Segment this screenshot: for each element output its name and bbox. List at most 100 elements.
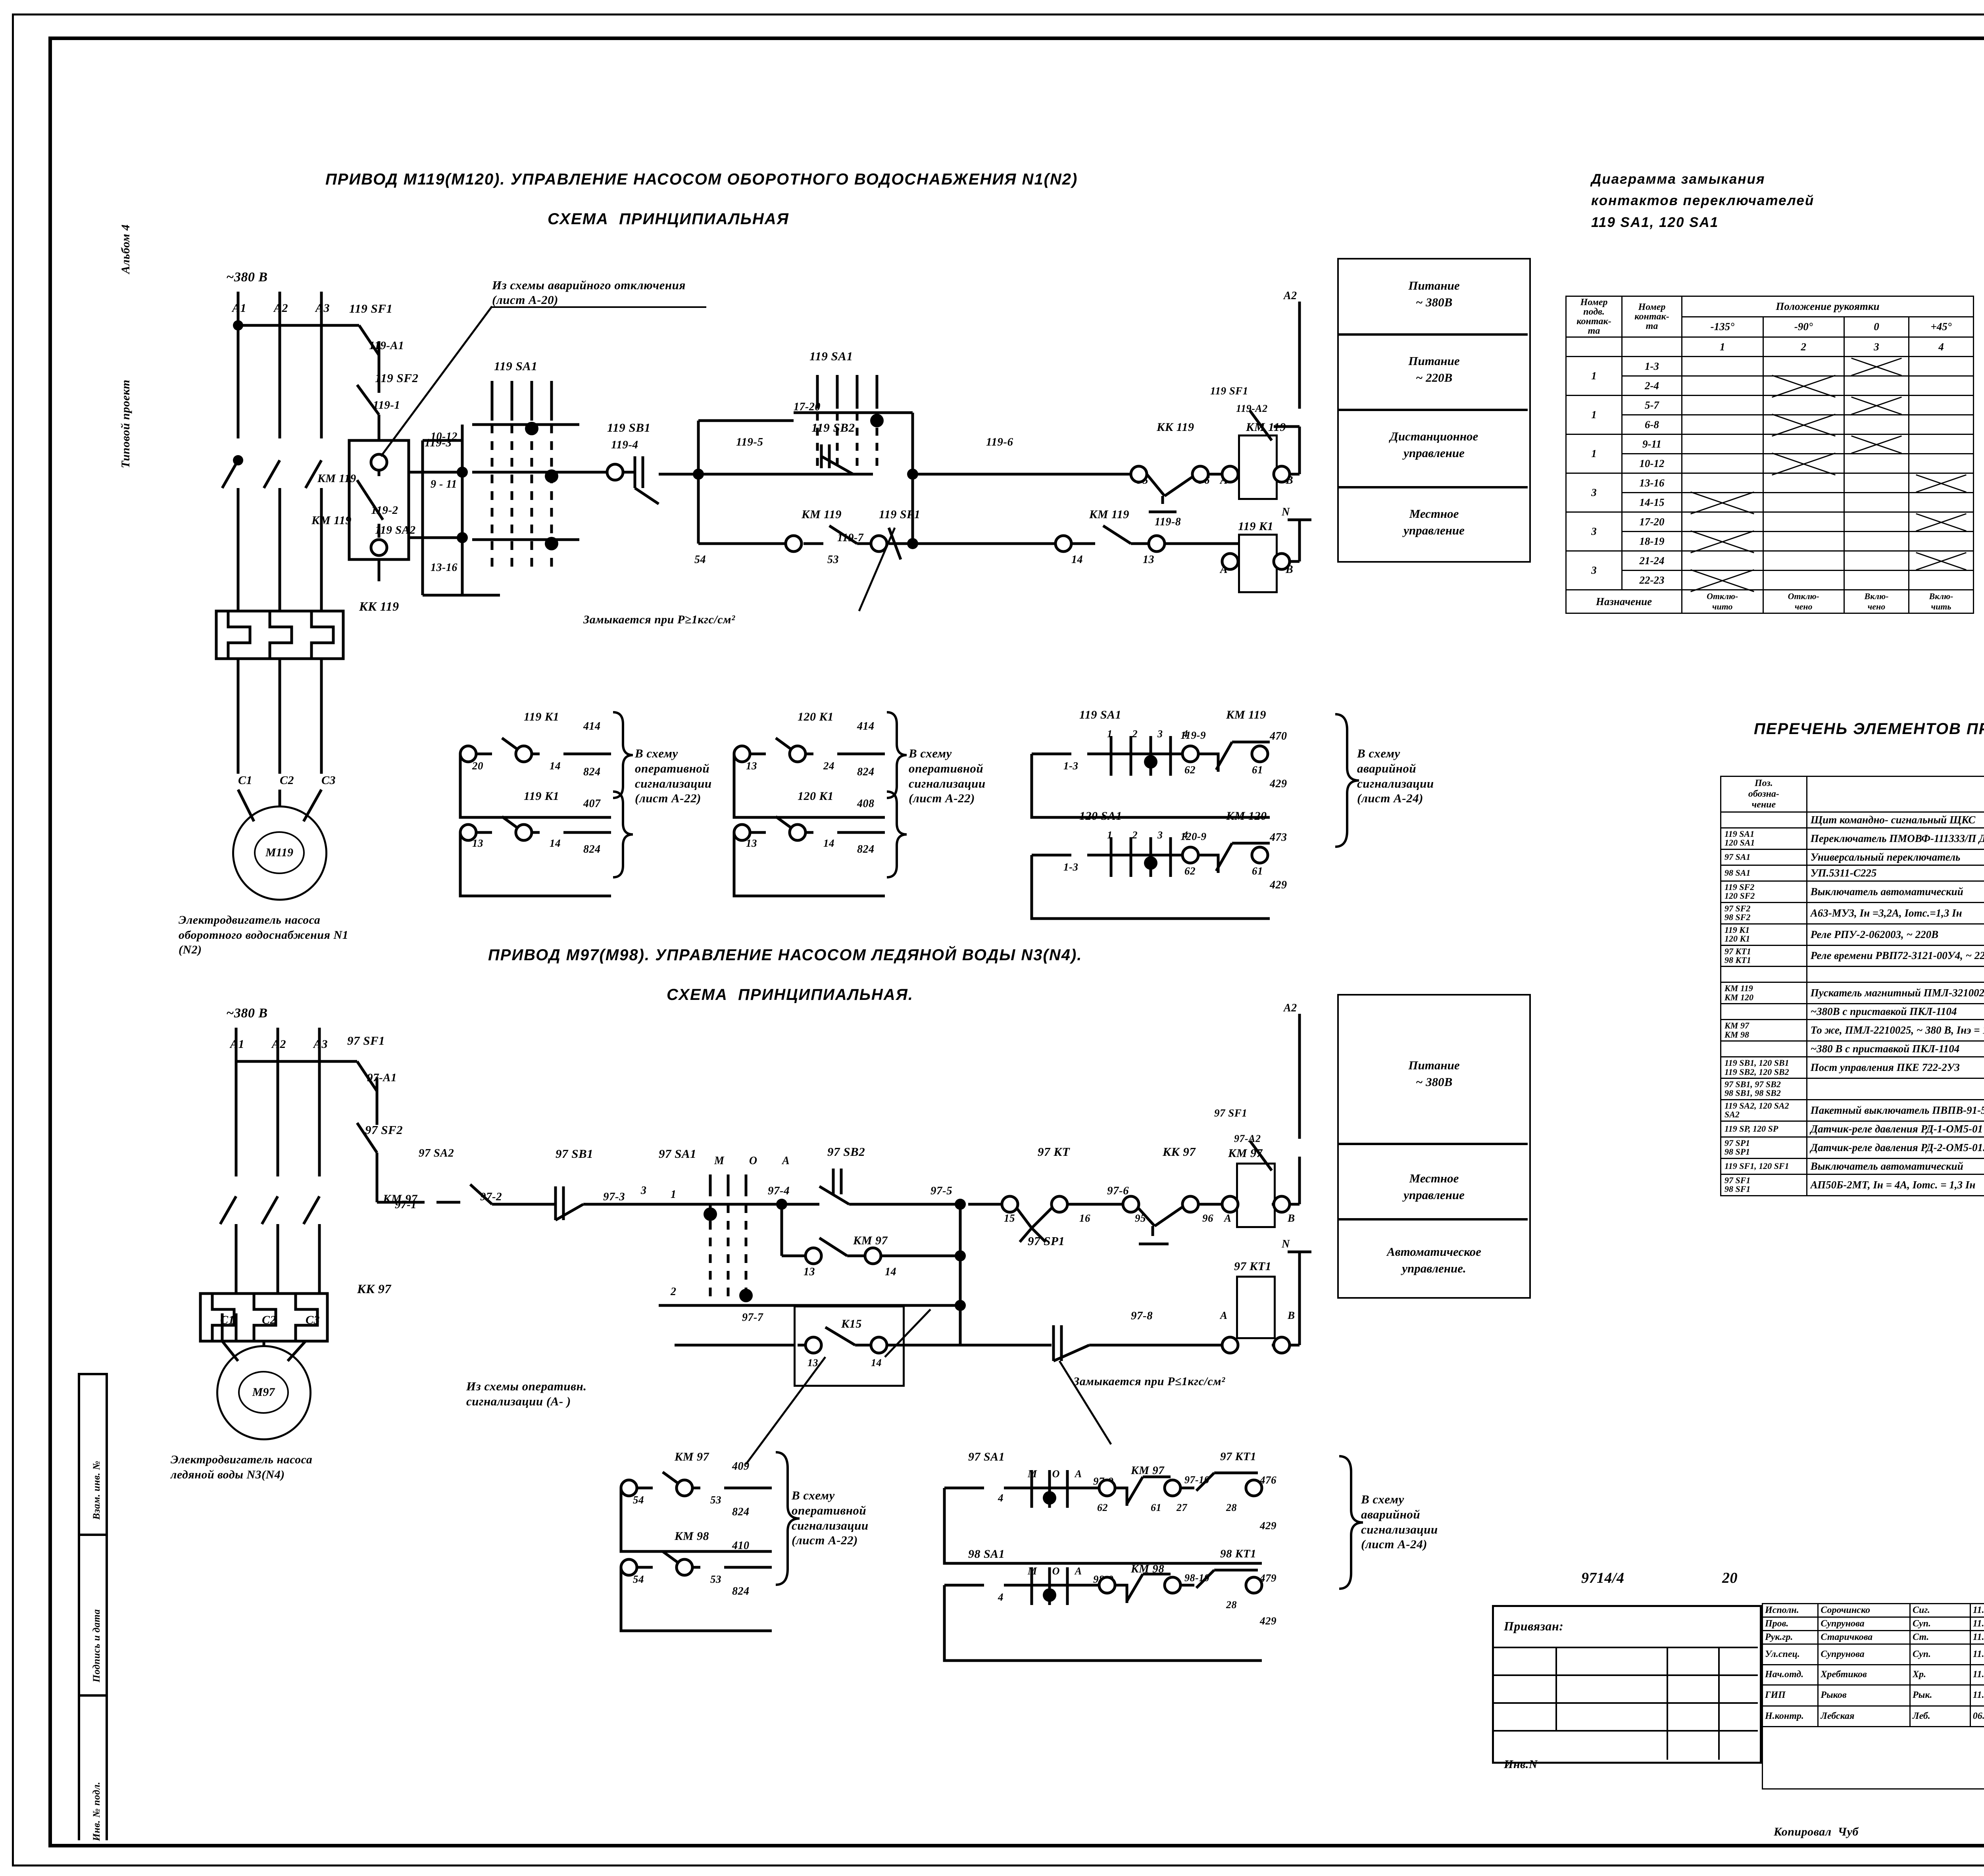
cd1-cell-closed xyxy=(1844,434,1909,454)
element-list-table: Поз. обозна- чение Наименование Кол. При… xyxy=(1720,776,1984,1196)
cd1-cell-open xyxy=(1762,473,1845,493)
cd1-pos-3: 4 xyxy=(1908,336,1974,357)
scheme2-motor-caption: Электродвигатель насоса ледяной воды N3(… xyxy=(171,1453,313,1481)
scheme1-legend-2: Дистанционное управление xyxy=(1390,429,1478,460)
cd1-footer-0: Отклю- чито xyxy=(1681,589,1764,614)
scheme2-sb2-label: 97 SB2 xyxy=(827,1145,865,1159)
scheme1-c13: 13 xyxy=(1143,554,1154,566)
cd1-pos-2: 3 xyxy=(1844,336,1909,357)
sig1-wb-1: 824 xyxy=(857,766,875,778)
element-name: Выключатель автоматический xyxy=(1806,880,1984,903)
scheme1-motor-c3: С3 xyxy=(321,774,336,787)
scheme2-k15-13: 13 xyxy=(807,1357,818,1369)
scheme1-note-emergency: Из схемы аварийного отключения (лист А-2… xyxy=(492,278,686,307)
scheme1-title-line2: СХЕМА ПРИНЦИПИАЛЬНАЯ xyxy=(548,210,789,228)
sig1-relay-1: 120 К1 xyxy=(798,710,834,723)
cd1-cell-open xyxy=(1844,511,1909,532)
scheme2-sa1-label: 97 SA1 xyxy=(659,1147,697,1161)
cd1-cell-closed xyxy=(1844,395,1909,415)
sig2-wb-0: 824 xyxy=(732,1506,750,1518)
cd1-cell-closed xyxy=(1681,492,1764,513)
element-name: Выключатель автоматический xyxy=(1806,1157,1984,1175)
scheme1-term-a: А xyxy=(1220,474,1228,486)
element-name: Пост управления ПКЕ 722-2У3 xyxy=(1806,1056,1984,1079)
sig2-tr-1: 53 xyxy=(710,1573,721,1585)
scheme1-km119-nc: КМ 119 xyxy=(1089,508,1129,521)
element-name: АП50Б-2МТ, Iн = 4А, Iотс. = 1,3 Iн xyxy=(1806,1173,1984,1196)
cd1-cell-open xyxy=(1908,395,1974,415)
role-name: Супрунова xyxy=(1817,1617,1911,1631)
scheme2-kk97-label: КК 97 xyxy=(1163,1145,1196,1159)
alrm2-in-0: 4 xyxy=(998,1492,1004,1504)
role-name: Супрунова xyxy=(1817,1643,1911,1665)
scheme1-wire-119a1: 119-А1 xyxy=(369,339,404,352)
sig1-wt-1: 414 xyxy=(857,720,875,732)
sig1-tr-1: 24 xyxy=(823,760,834,772)
element-name: Щит командно- сигнальный ЩКС xyxy=(1806,811,1984,828)
cd1-cell-open xyxy=(1908,356,1974,377)
cd1-head-1: Номер контак- та xyxy=(1621,296,1682,338)
element-designation: 119 К1 120 К1 xyxy=(1720,923,1807,946)
alrm1-wt-1: 473 xyxy=(1270,831,1287,844)
alrm2-kt-1: 98 КТ1 xyxy=(1220,1547,1257,1560)
scheme2-c96: 96 xyxy=(1202,1212,1213,1224)
cd1-group: 3 xyxy=(1565,511,1623,552)
scheme2-sf2-label: 97 SF2 xyxy=(365,1123,403,1137)
role-name: Лебская xyxy=(1817,1705,1911,1727)
element-designation: 119 SA2, 120 SA2 SA2 xyxy=(1720,1099,1807,1122)
cd1-row: 6-8 xyxy=(1566,414,1974,435)
cd1-cell-open xyxy=(1908,434,1974,454)
cd1-cell-open xyxy=(1844,453,1909,474)
sig1-wb-2: 824 xyxy=(583,843,601,855)
alrm1-cols-0: 1 2 3 4 xyxy=(1107,728,1197,740)
element-name: ~380В с приставкой ПКЛ-1104 xyxy=(1806,1003,1984,1021)
role-name: Хребтиков xyxy=(1817,1664,1911,1686)
cd1-group: 1 xyxy=(1565,356,1623,396)
scheme1-sf1-right: 119 SF1 xyxy=(1210,385,1248,397)
scheme2-wire-97-5: 97-5 xyxy=(930,1184,953,1197)
alrm2-wbot-0: 429 xyxy=(1260,1520,1277,1532)
role-sign: Леб. xyxy=(1909,1705,1971,1727)
sig1-tr-0: 14 xyxy=(550,760,561,772)
cd1-cell-closed xyxy=(1908,473,1974,493)
scheme2-phase-a1: А1 xyxy=(230,1038,245,1051)
cd1-cell-open xyxy=(1762,550,1845,571)
element-designation: КМ 97 КМ 98 xyxy=(1720,1019,1807,1042)
alrm1-caption: В схему аварийной сигнализации (лист А-2… xyxy=(1357,746,1434,805)
cd1-angle-1: -90° xyxy=(1762,316,1845,338)
cd1-group: 3 xyxy=(1565,550,1623,590)
cd1-cell-open xyxy=(1762,395,1845,415)
role-name: Рыков xyxy=(1817,1684,1911,1707)
cd1-cell-closed xyxy=(1762,375,1845,396)
scheme1-wire-119-1: 119-1 xyxy=(373,399,400,411)
alrm2-c28-1: 28 xyxy=(1226,1599,1237,1611)
alrm2-in-1: 4 xyxy=(998,1591,1004,1603)
role-sign: Суп. xyxy=(1909,1617,1971,1631)
scheme1-k1-term-b: В xyxy=(1286,563,1294,576)
role-date: 11.85 xyxy=(1969,1643,1984,1665)
alrm2-c61-0: 61 xyxy=(1151,1502,1161,1513)
sig2-relay-0: КМ 97 xyxy=(675,1450,709,1463)
cd1-cell-closed xyxy=(1681,531,1764,552)
scheme1-wire-119-8: 119-8 xyxy=(1155,516,1181,528)
element-name: То же, ПМЛ-2210025, ~ 380 В, Iнэ = 16 А xyxy=(1806,1019,1984,1042)
alrm2-wt-0: 476 xyxy=(1260,1474,1277,1486)
binding-label: Привязан: xyxy=(1504,1619,1564,1633)
scheme1-phase-a3: А3 xyxy=(315,302,330,315)
element-designation: 97 SB1, 97 SB2 98 SB1, 98 SB2 xyxy=(1720,1078,1807,1100)
scheme1-motor-tag: М119 xyxy=(254,831,305,874)
element-designation: 119 SF1, 120 SF1 xyxy=(1720,1157,1807,1175)
cd1-cell-closed xyxy=(1681,570,1764,590)
scheme2-wire-97a1: 97-А1 xyxy=(367,1071,397,1084)
scheme2-k15-14: 14 xyxy=(871,1357,882,1369)
cd1-angle-2: 0 xyxy=(1844,316,1909,338)
element-designation: 97 SF1 98 SF1 xyxy=(1720,1173,1807,1196)
scheme1-c54: 54 xyxy=(694,554,706,566)
alrm1-km-1: КМ 120 xyxy=(1226,809,1267,823)
